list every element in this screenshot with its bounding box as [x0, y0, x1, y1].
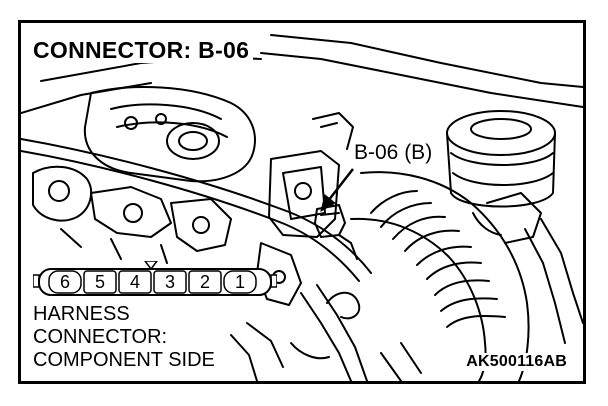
connector-pin-number: 3	[165, 272, 175, 292]
page-title: CONNECTOR: B-06	[31, 37, 254, 63]
connector-pin-cell	[223, 270, 257, 294]
caption-line-2: CONNECTOR:	[33, 326, 168, 348]
connector-pin-cell	[188, 270, 222, 294]
diagram-frame: CONNECTOR: B-06 B-06 (B) 6 5 4 3 2 1 HARNESS …	[18, 20, 586, 384]
connector-pin-number: 6	[60, 272, 70, 292]
connector-pin-cell	[153, 270, 187, 294]
connector-callout-label: B-06 (B)	[351, 141, 436, 165]
harness-connector-caption: HARNESS CONNECTOR: COMPONENT SIDE	[33, 303, 221, 372]
connector-pin-number: 5	[95, 272, 105, 292]
harness-connector-pinout: 6 5 4 3 2 1	[33, 261, 277, 296]
figure-code: AK500116AB	[464, 353, 569, 371]
caption-line-1: HARNESS	[33, 303, 130, 325]
connector-pin-number: 1	[235, 272, 245, 292]
connector-pin-cell	[83, 270, 117, 294]
connector-pin-number: 4	[130, 272, 140, 292]
connector-pin-cell	[48, 270, 82, 294]
connector-pin-number: 2	[200, 272, 210, 292]
caption-line-3: COMPONENT SIDE	[33, 349, 215, 371]
connector-pin-cell	[118, 270, 152, 294]
connector-lock-icon	[144, 261, 158, 271]
engine-bay-illustration	[21, 34, 583, 381]
